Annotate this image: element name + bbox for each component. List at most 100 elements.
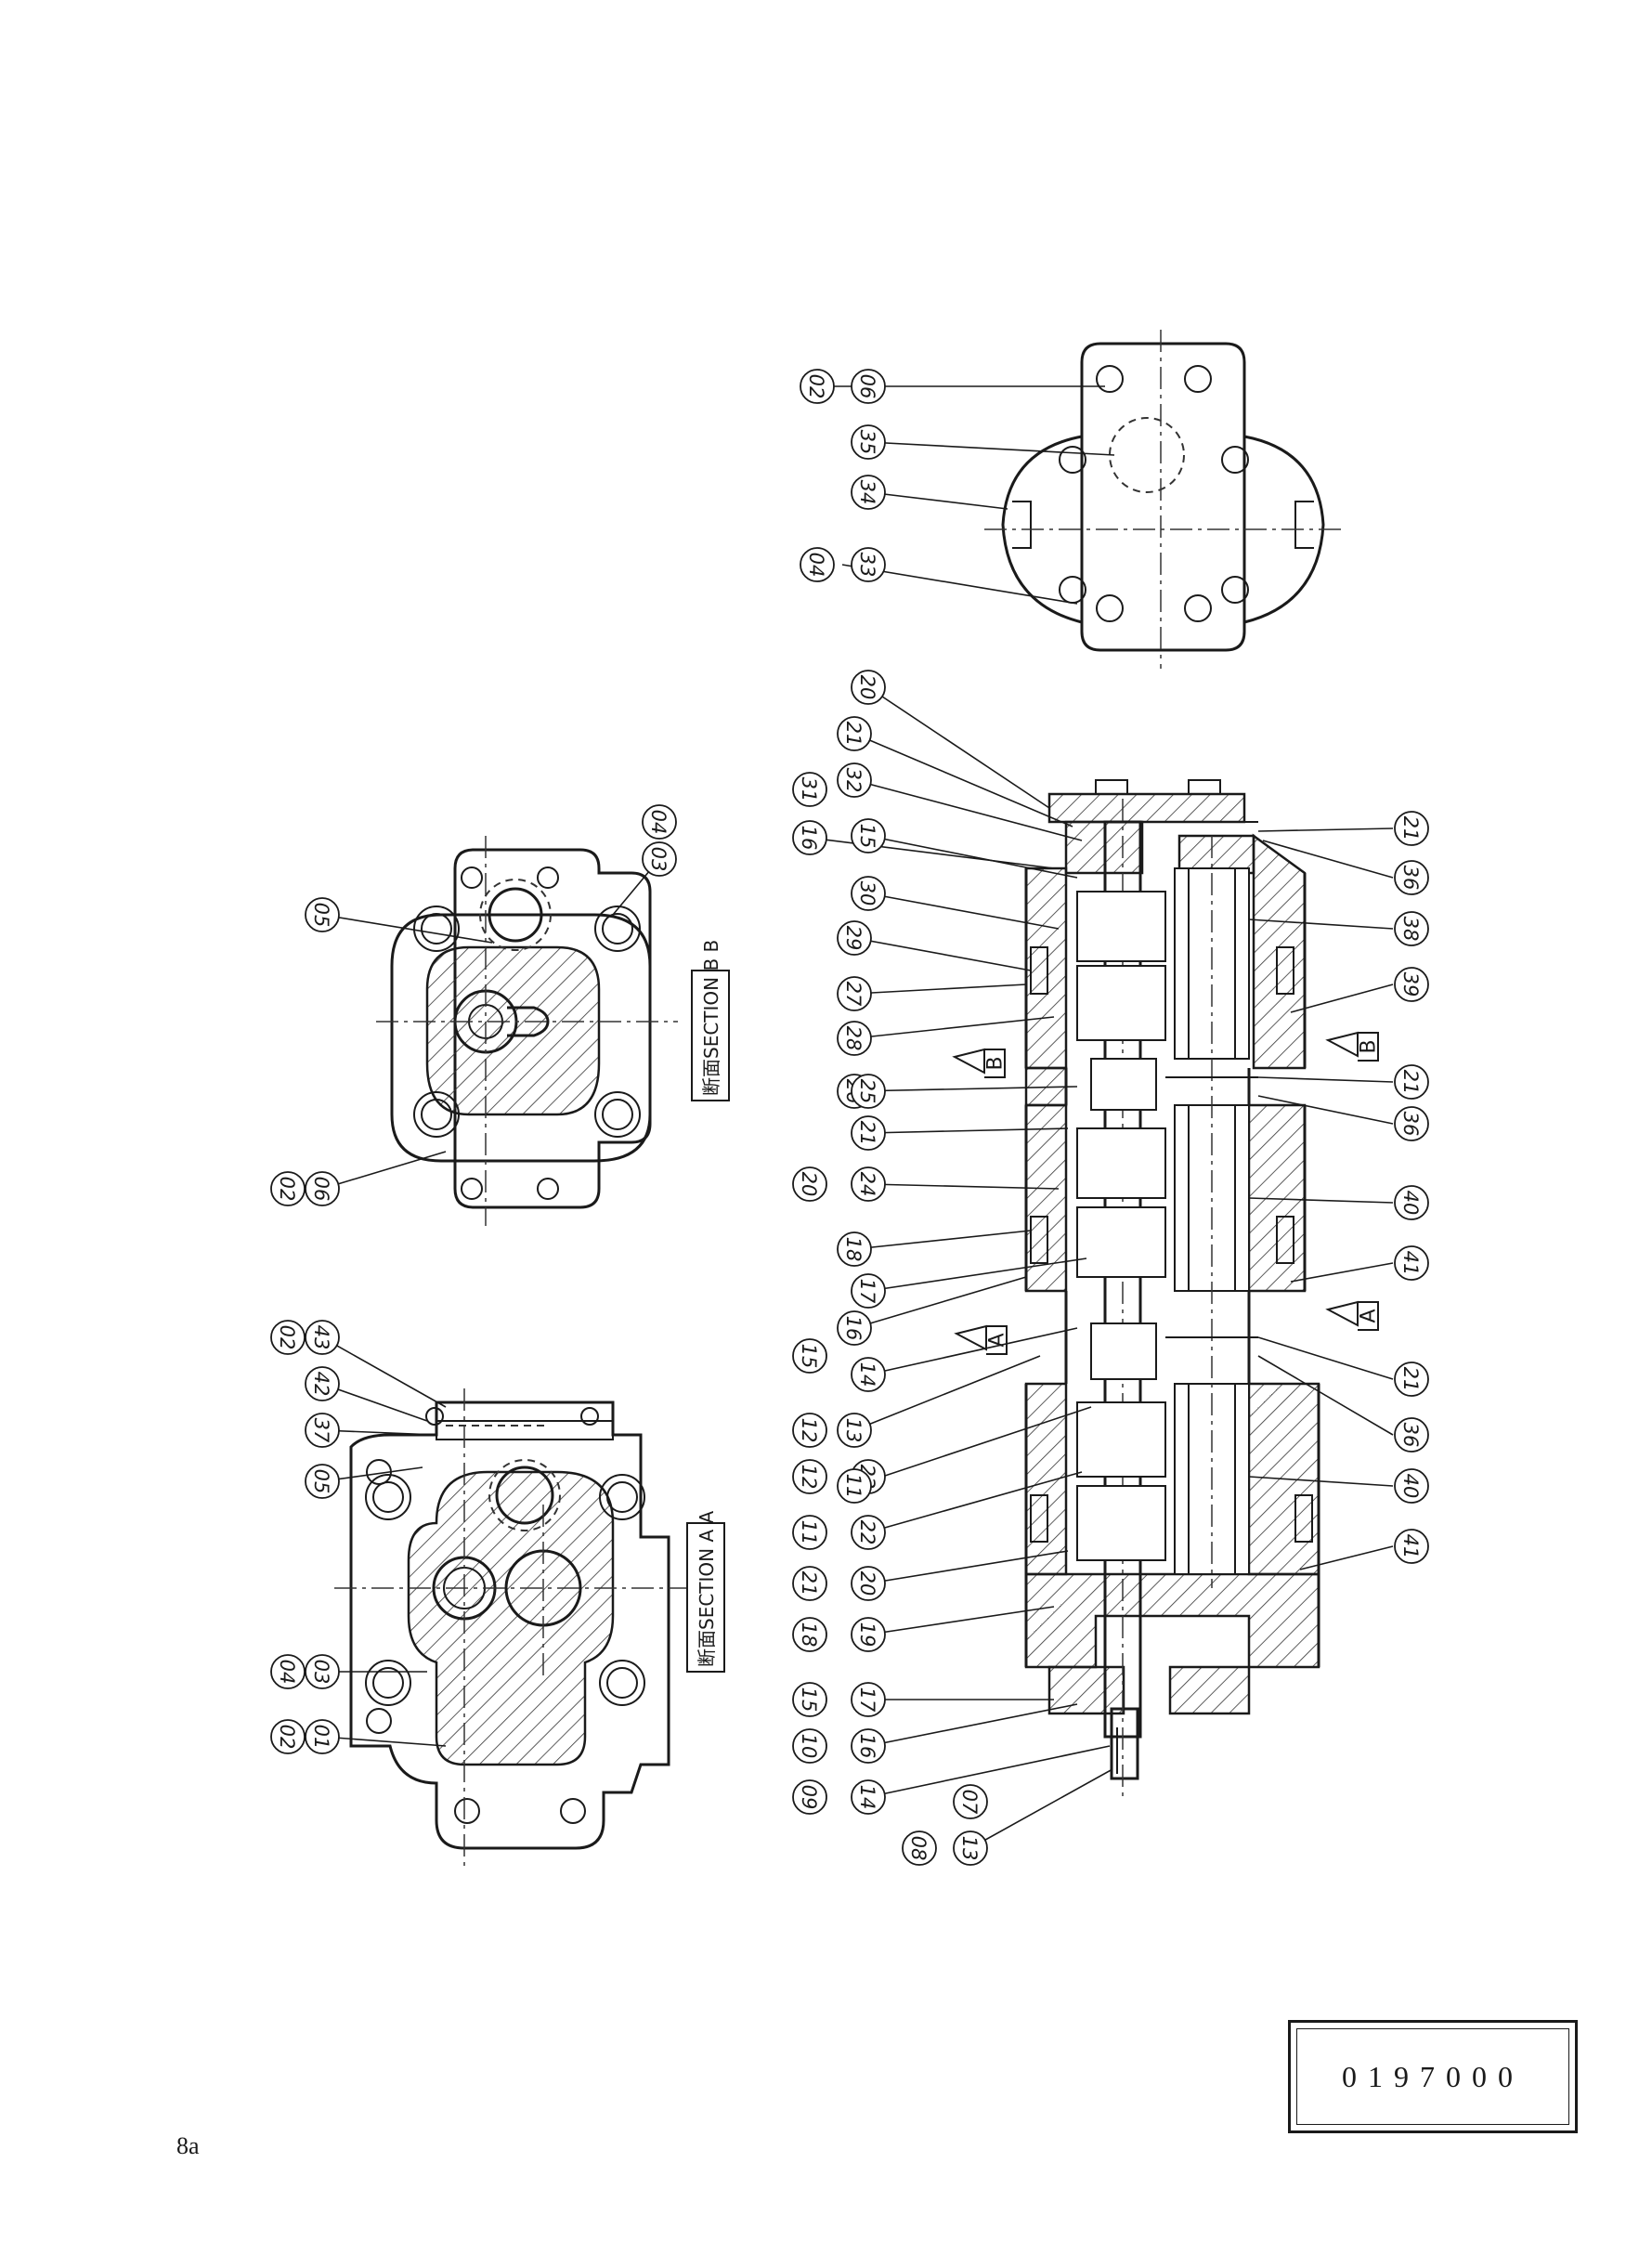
callout-label: 02 bbox=[805, 374, 827, 399]
callout-13: 13 bbox=[837, 1413, 872, 1448]
callout-09: 09 bbox=[792, 1779, 827, 1815]
callout-label: 04 bbox=[276, 1660, 298, 1685]
callout-label: 28 bbox=[842, 1026, 865, 1051]
callout-label: 12 bbox=[798, 1418, 820, 1443]
page-number: 8a bbox=[176, 2132, 200, 2159]
callout-21: 21 bbox=[851, 1115, 886, 1151]
callout-label: 33 bbox=[856, 553, 878, 578]
callout-22: 22 bbox=[851, 1515, 886, 1550]
section-bb-view: 断面 SECTION B B bbox=[376, 836, 730, 1226]
callout-02: 02 bbox=[270, 1320, 306, 1355]
callout-19: 19 bbox=[851, 1617, 886, 1652]
callout-20: 20 bbox=[851, 670, 886, 705]
section-marker-b-left: B bbox=[952, 1048, 1008, 1078]
callout-41: 41 bbox=[1394, 1245, 1429, 1281]
callout-15: 15 bbox=[792, 1338, 827, 1374]
callout-34: 34 bbox=[851, 475, 886, 510]
callout-21: 21 bbox=[1394, 1064, 1429, 1100]
callout-02: 02 bbox=[800, 369, 835, 404]
callout-40: 40 bbox=[1394, 1468, 1429, 1504]
callout-label: 16 bbox=[856, 1734, 878, 1759]
callout-label: 29 bbox=[842, 926, 865, 951]
callout-03: 03 bbox=[642, 841, 677, 877]
callout-label: 20 bbox=[856, 1571, 878, 1596]
callout-13: 13 bbox=[953, 1831, 988, 1866]
section-marker-b-right: B bbox=[1325, 1031, 1381, 1062]
svg-text:SECTION A A: SECTION A A bbox=[696, 1510, 718, 1630]
callout-label: 03 bbox=[310, 1660, 332, 1685]
callout-38: 38 bbox=[1394, 911, 1429, 946]
callout-20: 20 bbox=[792, 1166, 827, 1202]
callout-40: 40 bbox=[1394, 1185, 1429, 1220]
callout-label: 40 bbox=[1399, 1191, 1422, 1216]
callout-label: 17 bbox=[856, 1279, 878, 1304]
callout-12: 12 bbox=[792, 1413, 827, 1448]
callout-label: 13 bbox=[842, 1418, 865, 1443]
callout-label: 35 bbox=[856, 430, 878, 455]
callout-label: 11 bbox=[842, 1474, 865, 1499]
drawing-number-box: 0197000 bbox=[1288, 2020, 1578, 2133]
svg-text:A: A bbox=[1358, 1309, 1381, 1322]
svg-text:B: B bbox=[984, 1056, 1008, 1070]
callout-label: 37 bbox=[310, 1418, 332, 1443]
callout-06: 06 bbox=[851, 369, 886, 404]
callout-label: 20 bbox=[798, 1172, 820, 1197]
callout-42: 42 bbox=[305, 1366, 340, 1401]
callout-21: 21 bbox=[837, 716, 872, 751]
callout-10: 10 bbox=[792, 1728, 827, 1764]
callout-label: 17 bbox=[856, 1687, 878, 1713]
section-aa-label: 断面 SECTION A A bbox=[686, 1510, 725, 1673]
callout-label: 01 bbox=[310, 1725, 332, 1750]
callout-36: 36 bbox=[1394, 1417, 1429, 1453]
callout-label: 43 bbox=[310, 1325, 332, 1350]
callout-12: 12 bbox=[792, 1459, 827, 1494]
callout-08: 08 bbox=[902, 1831, 937, 1866]
leader-lines bbox=[321, 385, 1394, 1849]
callout-label: 02 bbox=[276, 1325, 298, 1350]
callout-21: 21 bbox=[1394, 1362, 1429, 1397]
callout-18: 18 bbox=[837, 1231, 872, 1267]
section-bb-label: 断面 SECTION B B bbox=[691, 940, 730, 1101]
callout-14: 14 bbox=[851, 1779, 886, 1815]
callout-29: 29 bbox=[837, 920, 872, 956]
callout-label: 14 bbox=[856, 1362, 878, 1388]
callout-label: 21 bbox=[1399, 1367, 1422, 1392]
callout-06: 06 bbox=[305, 1171, 340, 1206]
callout-label: 36 bbox=[1399, 1423, 1422, 1448]
callout-14: 14 bbox=[851, 1357, 886, 1392]
callout-05: 05 bbox=[305, 897, 340, 932]
callout-31: 31 bbox=[792, 772, 827, 807]
callout-label: 18 bbox=[798, 1622, 820, 1648]
callout-27: 27 bbox=[837, 976, 872, 1011]
callout-label: 32 bbox=[842, 768, 865, 793]
callout-36: 36 bbox=[1394, 1106, 1429, 1141]
callout-15: 15 bbox=[792, 1682, 827, 1717]
callout-label: 02 bbox=[276, 1177, 298, 1202]
svg-text:断面: 断面 bbox=[696, 1630, 718, 1667]
callout-28: 28 bbox=[837, 1021, 872, 1056]
section-aa-view: 断面 SECTION A A bbox=[334, 1388, 725, 1867]
callout-16: 16 bbox=[792, 820, 827, 855]
callout-02: 02 bbox=[270, 1719, 306, 1754]
callout-16: 16 bbox=[837, 1310, 872, 1346]
callout-label: 10 bbox=[798, 1734, 820, 1759]
callout-label: 19 bbox=[856, 1622, 878, 1648]
callout-label: 25 bbox=[856, 1079, 878, 1104]
callout-36: 36 bbox=[1394, 860, 1429, 895]
callout-39: 39 bbox=[1394, 967, 1429, 1002]
end-view bbox=[984, 330, 1346, 669]
callout-label: 22 bbox=[856, 1520, 878, 1545]
callout-17: 17 bbox=[851, 1682, 886, 1717]
callout-label: 21 bbox=[1399, 1070, 1422, 1095]
callout-label: 16 bbox=[798, 826, 820, 851]
callout-33: 33 bbox=[851, 547, 886, 582]
section-marker-a-right: A bbox=[1325, 1300, 1381, 1331]
callout-label: 41 bbox=[1399, 1534, 1422, 1559]
callout-label: 07 bbox=[958, 1790, 981, 1815]
callout-label: 15 bbox=[798, 1344, 820, 1369]
callout-label: 21 bbox=[842, 722, 865, 747]
